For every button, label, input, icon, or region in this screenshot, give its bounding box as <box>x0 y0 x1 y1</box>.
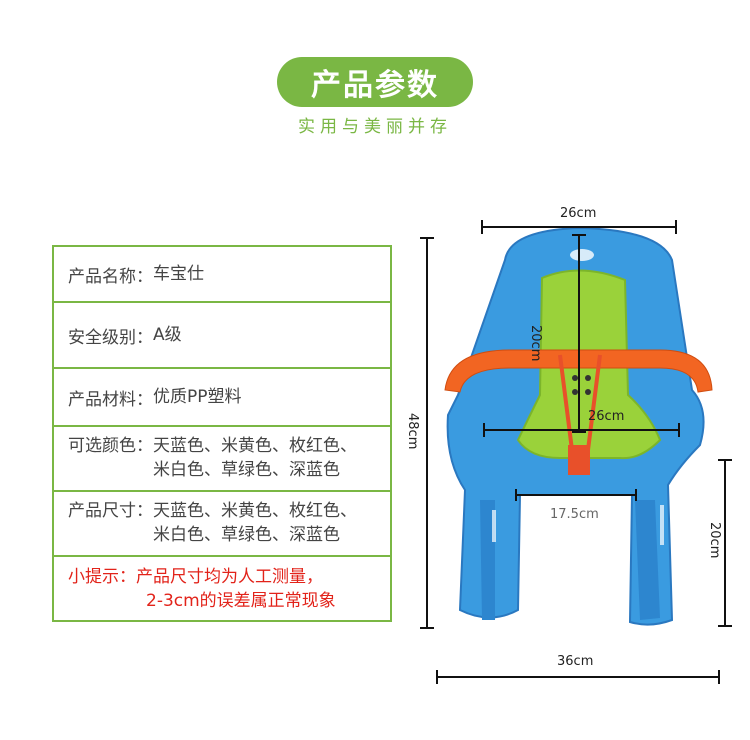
spec-label: 安全级别： <box>68 327 153 348</box>
dim-leg-height: 20cm <box>707 522 722 559</box>
dimension-lines <box>420 220 732 684</box>
rivet <box>585 389 591 395</box>
spec-value: 车宝仕 <box>153 264 204 284</box>
dim-inner-width: 26cm <box>588 409 625 424</box>
leg-slot <box>660 505 664 545</box>
seat-leg-right <box>635 500 660 620</box>
spec-row-safety: 安全级别： A级 <box>54 303 390 369</box>
child-seat-illustration <box>420 220 732 684</box>
spec-value-line: 米白色、草绿色、深蓝色 <box>153 525 340 545</box>
spec-value-line: 天蓝色、米黄色、枚红色、 <box>153 501 357 521</box>
section-title-banner: 产品参数 <box>277 57 473 107</box>
dim-backrest-height: 20cm <box>528 325 543 362</box>
spec-row-size: 产品尺寸： 天蓝色、米黄色、枚红色、 米白色、草绿色、深蓝色 <box>54 492 390 557</box>
spec-value: 天蓝色、米黄色、枚红色、 米白色、草绿色、深蓝色 <box>153 499 357 547</box>
seat-leg-left <box>480 500 495 620</box>
section-subtitle: 实用与美丽并存 <box>298 117 452 137</box>
rivet <box>572 389 578 395</box>
product-diagram: 26cm 20cm 26cm 48cm 17.5cm 20cm 36cm <box>405 200 740 700</box>
seat-handle-hole <box>570 249 594 261</box>
spec-value-line: 米白色、草绿色、深蓝色 <box>153 460 340 480</box>
safety-bar <box>444 349 713 393</box>
spec-value: 优质PP塑料 <box>153 387 242 407</box>
spec-table: 产品名称： 车宝仕 安全级别： A级 产品材料： 优质PP塑料 可选颜色： 天蓝… <box>52 245 392 622</box>
dim-leg-gap: 17.5cm <box>550 507 599 522</box>
spec-row-name: 产品名称： 车宝仕 <box>54 247 390 303</box>
spec-label: 产品尺寸： <box>68 501 153 521</box>
spec-value-line: 天蓝色、米黄色、枚红色、 <box>153 436 357 456</box>
spec-value: 天蓝色、米黄色、枚红色、 米白色、草绿色、深蓝色 <box>153 434 357 482</box>
spec-value: A级 <box>153 325 182 345</box>
spec-label: 产品名称： <box>68 266 153 287</box>
tip-line: 2-3cm的误差属正常现象 <box>146 591 336 611</box>
rivet <box>572 375 578 381</box>
seat-strap <box>558 354 602 451</box>
tip-line: 小提示：产品尺寸均为人工测量， <box>68 567 323 587</box>
buckle-strap <box>568 445 590 475</box>
spec-row-tip: 小提示：产品尺寸均为人工测量， 2-3cm的误差属正常现象 <box>54 557 390 620</box>
dim-total-height: 48cm <box>405 413 420 450</box>
tip-text: 小提示：产品尺寸均为人工测量， 2-3cm的误差属正常现象 <box>68 565 336 613</box>
rivet <box>585 375 591 381</box>
leg-slot <box>492 510 496 542</box>
dim-base-width: 36cm <box>557 654 594 669</box>
spec-row-material: 产品材料： 优质PP塑料 <box>54 369 390 427</box>
spec-label: 产品材料： <box>68 389 153 410</box>
dim-top-width: 26cm <box>560 206 597 221</box>
spec-label: 可选颜色： <box>68 436 153 456</box>
spec-row-colors: 可选颜色： 天蓝色、米黄色、枚红色、 米白色、草绿色、深蓝色 <box>54 427 390 492</box>
section-title: 产品参数 <box>311 68 439 103</box>
